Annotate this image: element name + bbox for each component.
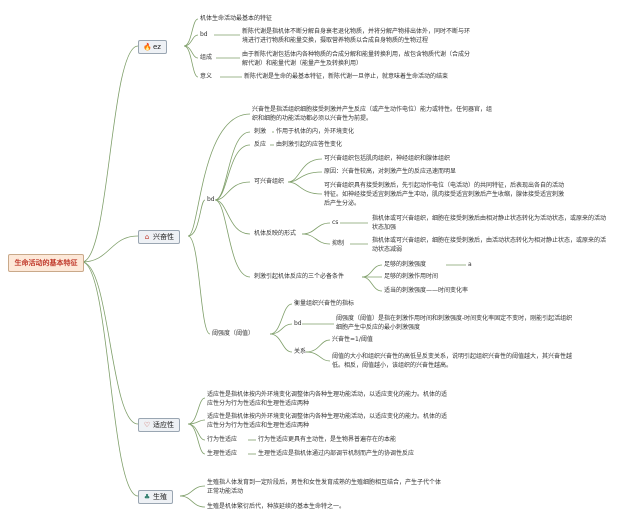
node-text[interactable]: 机体生命活动最基本的特征 bbox=[200, 15, 273, 22]
branch-label: ez bbox=[153, 43, 161, 51]
node-text[interactable]: 生殖指人体发育到一定阶段后，男性和女性发育成熟的生殖细胞相互结合，产生子代个体正… bbox=[207, 479, 442, 495]
node-text[interactable]: a bbox=[468, 261, 472, 268]
node-text[interactable]: 兴奋性是指活组织细胞接受刺激并产生反应（或产生动作电位）能力或特性。任何器官，组… bbox=[252, 106, 493, 122]
node-text[interactable]: 指机体或可兴奋组织，细胞在接受刺激后由相对静止状态转化为活动状态，或原来的活动状… bbox=[372, 215, 607, 231]
node-text[interactable]: bd bbox=[207, 196, 215, 203]
branch-label: 适应性 bbox=[153, 421, 174, 429]
node-text[interactable]: 兴奋性=1/阈值 bbox=[332, 336, 373, 343]
branch-reproduction[interactable]: ♣生殖 bbox=[138, 490, 173, 504]
node-text[interactable]: 衡量组织兴奋性的指标 bbox=[294, 300, 355, 307]
node-text[interactable]: 生殖是机体繁衍后代，种族延续的基本生命特之一。 bbox=[207, 503, 346, 510]
node-text[interactable]: bd bbox=[294, 320, 302, 327]
root-node[interactable]: 生命活动的基本特征 bbox=[8, 254, 84, 272]
branch-adaptability[interactable]: ♡适应性 bbox=[138, 418, 180, 432]
node-text[interactable]: 行为性适应 bbox=[207, 436, 238, 443]
node-text[interactable]: 由刺激引起的应答性变化 bbox=[276, 141, 343, 148]
node-text[interactable]: 行为性适应更具有主动性，是生物界普遍存在的本能 bbox=[258, 436, 397, 443]
node-text[interactable]: 作用于机体的内，外环境变化 bbox=[276, 128, 355, 135]
branch-excitability[interactable]: ⌂兴奋性 bbox=[138, 230, 180, 244]
node-text[interactable]: 适当的刺激强度——时间变化率 bbox=[384, 287, 469, 294]
node-text[interactable]: 可兴奋组织包括肌肉组织，神经组织和腺体组织 bbox=[324, 155, 451, 162]
node-text[interactable]: 生理性适应 bbox=[207, 450, 238, 457]
home-icon: ⌂ bbox=[144, 233, 150, 241]
node-text[interactable]: 可兴奋组织 bbox=[254, 178, 285, 185]
node-text[interactable]: bd bbox=[200, 31, 208, 38]
node-text[interactable]: 可兴奋组织具有接受刺激后，先引起动作电位（电活动）的共同特征，后表现出各自的活动… bbox=[324, 182, 565, 207]
node-text[interactable]: 新陈代谢是指机体不断分解自身衰老退化物质，并将分解产物排出体外，同时不断与环境进… bbox=[242, 28, 471, 44]
node-text[interactable]: 意义 bbox=[200, 73, 213, 80]
node-text[interactable]: 生理性适应是指机体通过内部调节机制而产生的协调性反应 bbox=[258, 450, 415, 457]
fire-icon: 🔥 bbox=[143, 43, 152, 51]
node-text[interactable]: 指机体或可兴奋组织，细胞在接受刺激后，由活动状态转化为相对静止状态，或原来的活动… bbox=[372, 237, 607, 253]
node-text[interactable]: 刺激引起机体反应的三个必备条件 bbox=[254, 273, 345, 280]
branch-metabolism[interactable]: 🔥ez bbox=[138, 40, 167, 54]
node-text[interactable]: 阈值的大小和组织兴奋性的高低呈反变关系，说明引起组织兴奋性的阈值越大，其兴奋性越… bbox=[332, 353, 573, 369]
tree-icon: ♣ bbox=[143, 493, 151, 501]
node-text[interactable]: 新陈代谢是生命的最基本特征，新陈代谢一旦停止，就意味着生命活动的结束 bbox=[244, 73, 449, 80]
branch-label: 生殖 bbox=[153, 493, 167, 501]
node-text[interactable]: 刺激 bbox=[254, 128, 267, 135]
node-text[interactable]: 关系 bbox=[294, 348, 307, 355]
node-text[interactable]: cs bbox=[332, 219, 339, 226]
node-text[interactable]: 组成 bbox=[200, 54, 213, 61]
node-text[interactable]: 机体反映的形式 bbox=[254, 230, 297, 237]
node-text[interactable]: 原因：兴奋性较高，对刺激产生的反应迅速而明显 bbox=[324, 168, 457, 175]
node-text[interactable]: 阈强度（阈值）是指在刺激作用时间和刺激强度-时间变化率固定不变时，刚能引起活组织… bbox=[336, 315, 573, 331]
node-text[interactable]: 适应性是指机体按内外环境变化调整体内各种生理功能活动，以适应变化的能力。机体的适… bbox=[207, 413, 448, 429]
node-text[interactable]: 适应性是指机体按内外环境变化调整体内各种生理功能活动，以适应变化的能力。机体的适… bbox=[207, 391, 448, 407]
node-text[interactable]: 足够的刺激强度 bbox=[384, 261, 427, 268]
node-text[interactable]: 抑制 bbox=[332, 240, 345, 247]
node-text[interactable]: 足够的刺激作用时间 bbox=[384, 273, 439, 280]
heart-icon: ♡ bbox=[143, 421, 151, 429]
node-text[interactable]: 由于新陈代谢包括体内各种物质的合成分解和能量转换利用，故包含物质代谢（合成分解代… bbox=[242, 51, 471, 67]
node-text[interactable]: 反应 bbox=[254, 141, 267, 148]
node-text[interactable]: 阈强度（阈值） bbox=[212, 330, 255, 337]
branch-label: 兴奋性 bbox=[153, 233, 174, 241]
